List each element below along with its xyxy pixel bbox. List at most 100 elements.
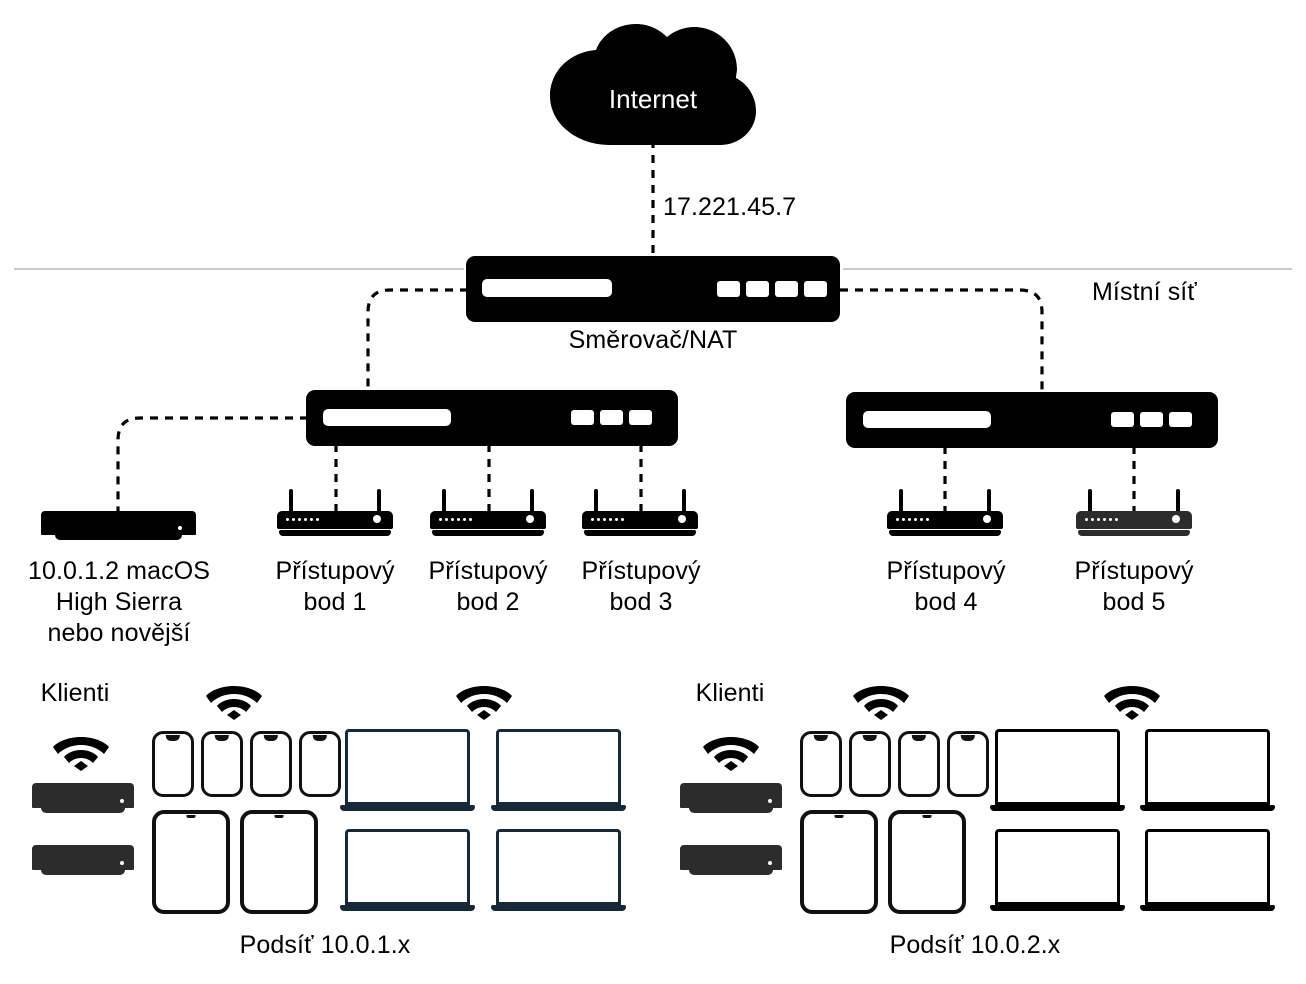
switch-left-port-1	[571, 410, 594, 425]
cloud-icon	[550, 24, 756, 145]
ap2-indicator-dots	[439, 518, 472, 521]
laptop-screen	[1145, 829, 1270, 905]
mac-mini-body	[32, 783, 134, 808]
laptop-deck	[990, 905, 1125, 911]
subnet-right-wifi-icon-2	[853, 680, 909, 720]
subnet-right-mac-mini-1[interactable]	[680, 783, 782, 813]
ap5-indicator-dots	[1085, 518, 1118, 521]
router-slot	[482, 279, 612, 297]
subnet-left-phone-1[interactable]	[152, 731, 194, 797]
switch-right-icon[interactable]	[846, 392, 1218, 448]
subnet-left-caption: Podsíť 10.0.1.x	[239, 931, 411, 959]
subnet-left-mac-mini-1[interactable]	[32, 783, 134, 813]
subnet-left-mac-mini-2[interactable]	[32, 845, 134, 875]
access-point-2-icon[interactable]	[430, 489, 546, 536]
mac-mini-foot	[689, 808, 773, 813]
mac-mini-body	[680, 783, 782, 808]
wifi-icon	[703, 737, 759, 771]
subnet-left-tablet-1[interactable]	[152, 810, 230, 914]
access-point-4-icon[interactable]	[887, 489, 1003, 536]
access-point-5-icon[interactable]	[1076, 489, 1192, 536]
subnet-right-laptop-4[interactable]	[1140, 829, 1275, 913]
server-body	[41, 511, 196, 535]
laptop-screen	[496, 829, 621, 905]
switch-right-port-2	[1140, 412, 1163, 427]
ap3-base	[584, 530, 696, 536]
subnet-left-laptop-3[interactable]	[340, 829, 475, 913]
subnet-left-wifi-icon-3	[456, 680, 512, 720]
subnet-right-wifi-icon-3	[1104, 680, 1160, 720]
mac-mini-body	[680, 845, 782, 870]
access-point-3-icon[interactable]	[582, 489, 698, 536]
subnet-left-wifi-icon-1	[53, 731, 109, 771]
laptop-deck	[491, 905, 626, 911]
router-port-4	[804, 281, 827, 297]
ap2-led	[526, 515, 534, 523]
ap1-led	[373, 515, 381, 523]
wifi-icon	[1104, 686, 1160, 720]
local-network-divider-right	[843, 268, 1292, 270]
switch-left-slot	[323, 409, 451, 426]
mac-mini-body	[32, 845, 134, 870]
link-router-switch-right	[840, 288, 1044, 392]
subnet-left-phone-2[interactable]	[201, 731, 243, 797]
ap5-body	[1076, 511, 1192, 529]
subnet-right-wifi-icon-1	[703, 731, 759, 771]
local-network-divider	[14, 268, 464, 270]
switch-left-port-3	[629, 410, 652, 425]
subnet-right-caption: Podsíť 10.0.2.x	[889, 931, 1061, 959]
subnet-right-phone-3[interactable]	[898, 731, 940, 797]
router-icon[interactable]	[466, 256, 840, 322]
access-point-1-icon[interactable]	[277, 489, 393, 536]
ap3-indicator-dots	[591, 518, 624, 521]
ap3-body	[582, 511, 698, 529]
subnet-right-tablet-1[interactable]	[800, 810, 878, 914]
subnet-right-phone-1[interactable]	[800, 731, 842, 797]
ap1-antenna-right	[377, 489, 381, 515]
server-icon[interactable]	[41, 511, 196, 540]
laptop-screen	[995, 729, 1120, 805]
ap1-antenna-left	[289, 489, 293, 515]
access-point-5-label: Přístupový bod 5	[1074, 557, 1194, 616]
subnet-right-laptop-1[interactable]	[990, 729, 1125, 813]
laptop-deck	[491, 805, 626, 811]
ap1-body	[277, 511, 393, 529]
laptop-deck	[340, 905, 475, 911]
ap5-antenna-right	[1176, 489, 1180, 515]
wifi-icon	[53, 737, 109, 771]
subnet-left-phone-3[interactable]	[250, 731, 292, 797]
ap4-led	[983, 515, 991, 523]
laptop-screen	[345, 729, 470, 805]
access-point-2-label: Přístupový bod 2	[428, 557, 548, 616]
access-point-4-label: Přístupový bod 4	[886, 557, 1006, 616]
subnet-right-phone-2[interactable]	[849, 731, 891, 797]
subnet-right-mac-mini-2[interactable]	[680, 845, 782, 875]
ap2-antenna-left	[442, 489, 446, 515]
wan-ip-label: 17.221.45.7	[663, 193, 797, 221]
subnet-right-phone-4[interactable]	[947, 731, 989, 797]
router-port-3	[775, 281, 798, 297]
subnet-left-tablet-2[interactable]	[240, 810, 318, 914]
mac-mini-foot	[689, 870, 773, 875]
laptop-deck	[1140, 805, 1275, 811]
wifi-icon	[853, 686, 909, 720]
wifi-icon	[456, 686, 512, 720]
ap3-antenna-left	[594, 489, 598, 515]
subnet-left-laptop-1[interactable]	[340, 729, 475, 813]
ap5-base	[1078, 530, 1190, 536]
laptop-deck	[1140, 905, 1275, 911]
subnet-left-laptop-4[interactable]	[491, 829, 626, 913]
subnet-left-wifi-icon-2	[206, 680, 262, 720]
subnet-left-phone-4[interactable]	[299, 731, 341, 797]
subnet-right-laptop-3[interactable]	[990, 829, 1125, 913]
laptop-screen	[1145, 729, 1270, 805]
mac-mini-foot	[41, 808, 125, 813]
switch-left-icon[interactable]	[306, 390, 678, 446]
server-led	[178, 526, 182, 530]
subnet-right-laptop-2[interactable]	[1140, 729, 1275, 813]
mac-mini-led	[768, 799, 772, 803]
subnet-left-laptop-2[interactable]	[491, 729, 626, 813]
subnet-right-tablet-2[interactable]	[888, 810, 966, 914]
